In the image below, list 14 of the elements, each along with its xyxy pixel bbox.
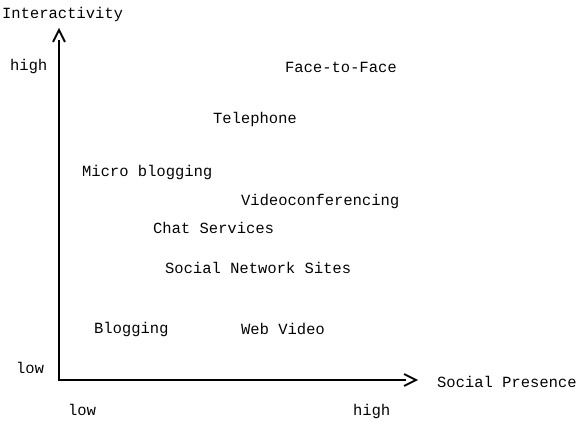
point-label: Videoconferencing — [241, 191, 400, 211]
axis-tick-label: high — [10, 56, 48, 76]
axis-tick-label: high — [353, 401, 390, 421]
point-label: Chat Services — [153, 219, 274, 239]
point-label: Face-to-Face — [285, 58, 397, 78]
axis-title: Social Presence — [437, 373, 577, 393]
point-label: Telephone — [213, 109, 297, 129]
axis-title: Interactivity — [2, 4, 123, 24]
point-label: Social Network Sites — [165, 259, 352, 279]
point-label: Micro blogging — [82, 162, 212, 182]
axis-tick-label: low — [68, 401, 96, 421]
axis-tick-label: low — [16, 359, 44, 379]
point-label: Blogging — [94, 319, 168, 339]
point-label: Web Video — [241, 320, 325, 340]
